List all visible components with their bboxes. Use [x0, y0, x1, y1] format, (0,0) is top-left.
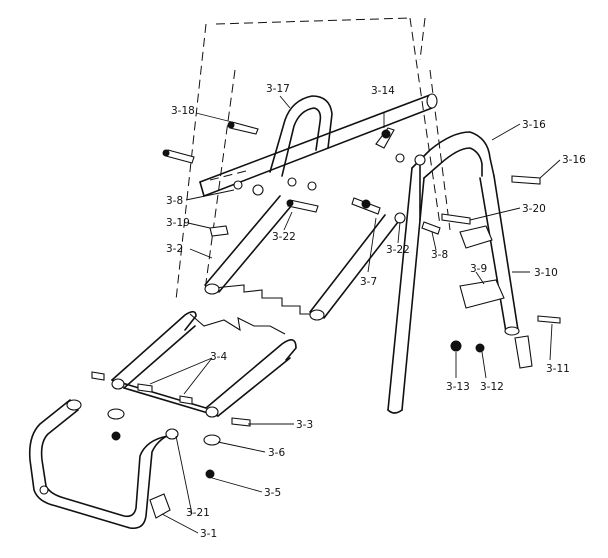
- end-cap: [514, 335, 533, 369]
- top-crossbar: [199, 93, 438, 197]
- label-3-3: 3-3: [296, 419, 313, 431]
- label-3-5: 3-5: [264, 487, 281, 499]
- label-3-14: 3-14: [371, 85, 395, 97]
- label-3-13: 3-13: [446, 381, 470, 393]
- foot-pad-part-3-9: [459, 225, 505, 309]
- part-labels: 3-17 3-18 3-14 3-16 3-16 3-8 3-19 3-2 3-…: [166, 83, 586, 540]
- leader-lines: [149, 95, 561, 534]
- leg-left-tube: [387, 167, 425, 414]
- label-3-8-right: 3-8: [431, 249, 448, 261]
- block-part-3-21: [149, 493, 171, 519]
- rail-part-3-7: [309, 214, 399, 321]
- slide-outline: [175, 17, 451, 301]
- label-3-2: 3-2: [166, 243, 183, 255]
- label-3-21: 3-21: [186, 507, 210, 519]
- label-3-16-top: 3-16: [522, 119, 546, 131]
- base-frame-part-3-1: [28, 399, 179, 530]
- handle-part-3-16: [411, 131, 495, 221]
- handle-part-3-17: [269, 95, 333, 177]
- rail-part-3-2: [204, 195, 293, 295]
- label-3-22-right: 3-22: [386, 244, 410, 256]
- label-3-7: 3-7: [360, 276, 377, 288]
- label-3-11: 3-11: [546, 363, 570, 375]
- step-tubes-part-3-4: [111, 310, 297, 418]
- label-3-8-left: 3-8: [166, 195, 183, 207]
- label-3-1: 3-1: [200, 528, 217, 540]
- label-3-20: 3-20: [522, 203, 546, 215]
- label-3-22-left: 3-22: [272, 231, 296, 243]
- label-3-19: 3-19: [166, 217, 190, 229]
- label-3-17: 3-17: [266, 83, 290, 95]
- leg-part-3-10: [479, 175, 520, 336]
- step-zigzag: [189, 284, 318, 335]
- label-3-18: 3-18: [171, 105, 195, 117]
- label-3-4: 3-4: [210, 351, 227, 363]
- label-3-6: 3-6: [268, 447, 285, 459]
- label-3-16-right: 3-16: [562, 154, 586, 166]
- label-3-12: 3-12: [480, 381, 504, 393]
- label-3-9: 3-9: [470, 263, 487, 275]
- label-3-10: 3-10: [534, 267, 558, 279]
- fasteners: [91, 121, 561, 479]
